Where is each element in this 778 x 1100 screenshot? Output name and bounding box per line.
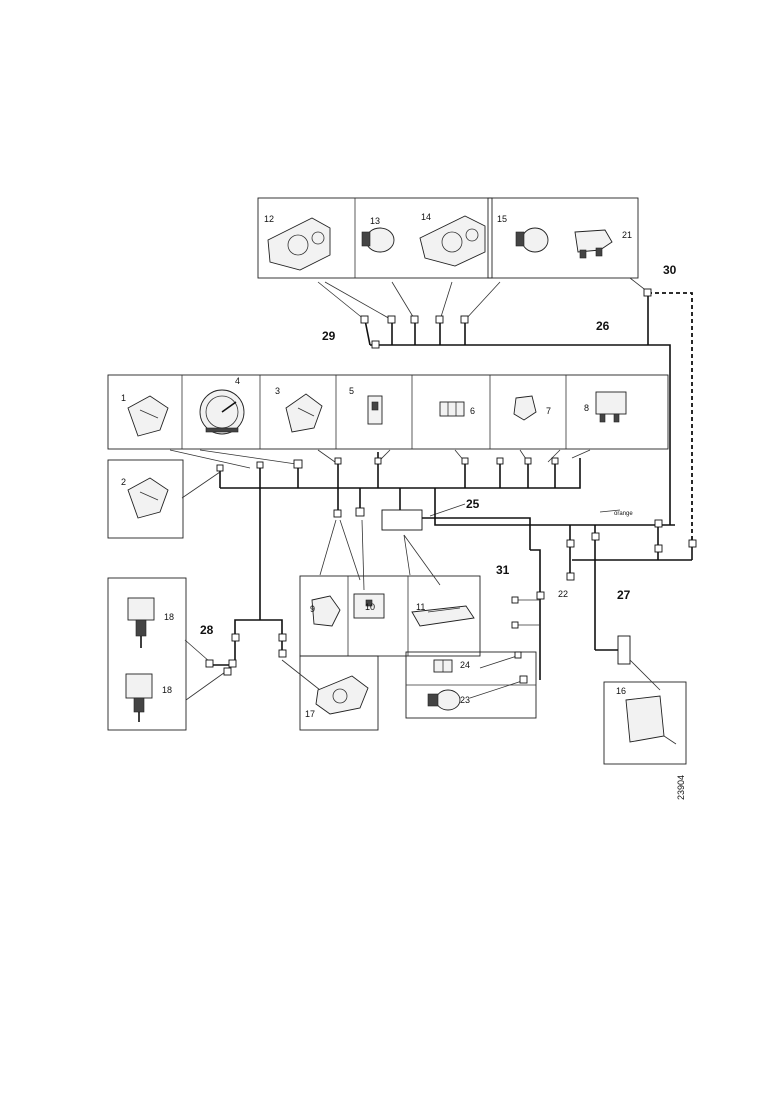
panel-group-middle <box>107 374 669 539</box>
component-15 <box>515 227 549 253</box>
label-11: 11 <box>416 602 425 612</box>
label-18-upper: 18 <box>164 612 174 622</box>
label-15: 15 <box>497 214 507 224</box>
component-5 <box>367 395 383 425</box>
component-8 <box>595 391 627 423</box>
label-26: 26 <box>596 319 610 333</box>
wire-note-orange: orange <box>614 511 633 517</box>
component-11 <box>411 605 475 627</box>
label-30: 30 <box>663 263 677 277</box>
component-14 <box>419 215 486 267</box>
component-6 <box>439 401 465 417</box>
label-23: 23 <box>460 695 470 705</box>
component-12 <box>267 217 331 271</box>
label-18-lower: 18 <box>162 685 172 695</box>
label-22: 22 <box>558 589 568 599</box>
label-6: 6 <box>470 406 475 416</box>
label-10: 10 <box>365 602 375 612</box>
wiring-harness <box>169 277 693 701</box>
label-25: 25 <box>466 497 480 511</box>
component-10 <box>353 593 385 619</box>
panel-module-16 <box>603 681 687 765</box>
panel-group-top <box>257 197 639 279</box>
label-13: 13 <box>370 216 380 226</box>
label-28: 28 <box>200 623 214 637</box>
component-2 <box>127 477 169 519</box>
component-24 <box>433 659 453 673</box>
component-18-lower <box>125 673 153 722</box>
panel-group-lower <box>107 575 687 765</box>
panel-motor-17 <box>299 655 379 731</box>
component-9 <box>311 595 341 627</box>
label-8: 8 <box>584 403 589 413</box>
panel-switch-2 <box>107 459 184 539</box>
panel-middle <box>107 374 669 450</box>
label-1: 1 <box>121 393 126 403</box>
label-9: 9 <box>310 604 315 614</box>
component-21 <box>574 229 613 259</box>
label-16: 16 <box>616 686 626 696</box>
figure-number: 23904 <box>676 775 686 800</box>
panel-top-left <box>257 197 493 279</box>
component-23 <box>427 689 461 711</box>
component-13 <box>361 227 395 253</box>
label-21: 21 <box>622 230 632 240</box>
label-31: 31 <box>496 563 510 577</box>
component-4-gauge <box>199 389 245 435</box>
label-3: 3 <box>275 386 280 396</box>
label-14: 14 <box>421 212 431 222</box>
label-4: 4 <box>235 376 240 386</box>
component-18-upper <box>127 597 155 648</box>
label-2: 2 <box>121 477 126 487</box>
label-27: 27 <box>617 588 631 602</box>
label-12: 12 <box>264 214 274 224</box>
label-7: 7 <box>546 406 551 416</box>
component-1 <box>127 395 169 437</box>
connector-27 <box>617 635 631 665</box>
panel-modules-9-11 <box>299 575 481 657</box>
panel-sensors-18 <box>107 577 187 731</box>
labels: 12 13 14 15 21 30 29 26 1 4 3 5 6 7 8 2 … <box>121 212 686 800</box>
control-unit-25 <box>381 509 423 531</box>
connectors <box>205 288 697 684</box>
label-5: 5 <box>349 386 354 396</box>
label-17: 17 <box>305 709 315 719</box>
component-16-module <box>625 695 677 745</box>
label-29: 29 <box>322 329 336 343</box>
panel-top-right <box>487 197 639 279</box>
component-3 <box>285 393 323 433</box>
label-24: 24 <box>460 660 470 670</box>
component-17-motor <box>315 675 369 715</box>
component-7 <box>513 395 537 421</box>
